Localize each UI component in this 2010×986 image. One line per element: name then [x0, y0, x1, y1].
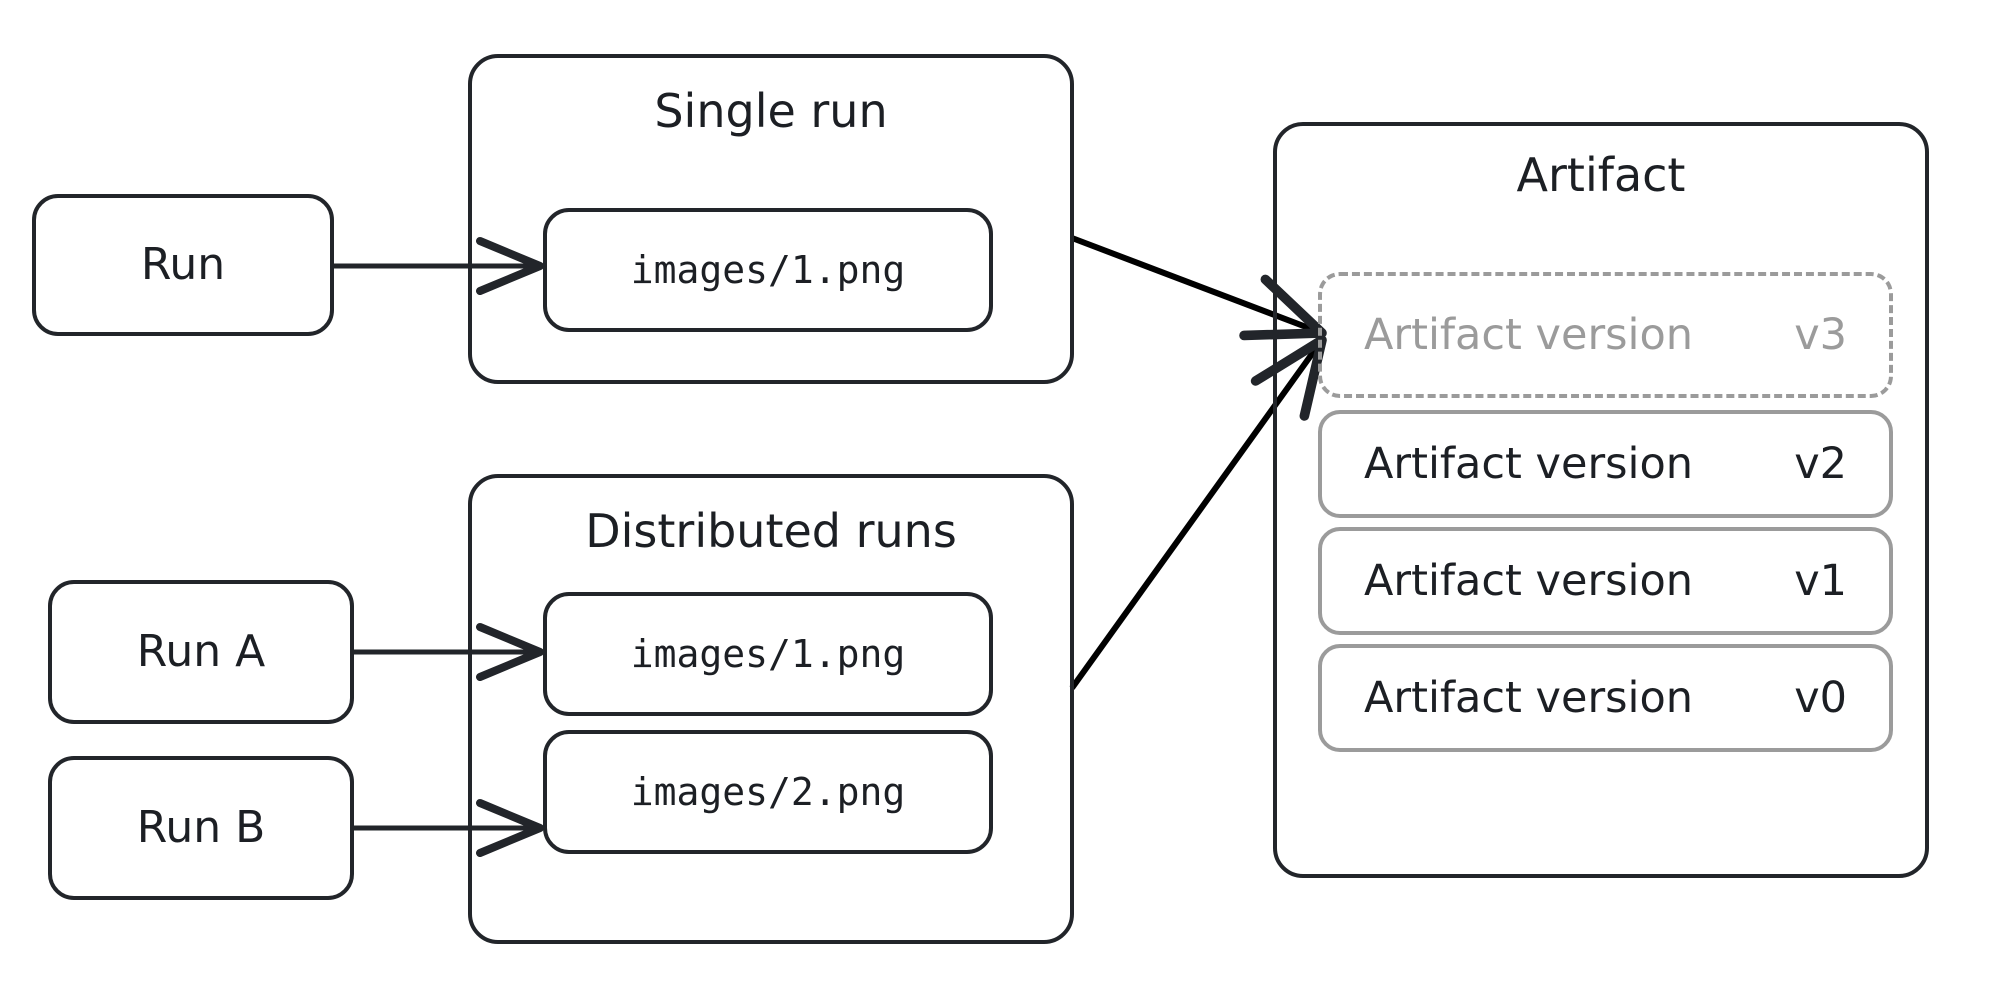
group-single-run-title: Single run [654, 84, 888, 138]
artifact-version-tag: v2 [1794, 439, 1847, 489]
artifact-version-tag: v1 [1794, 556, 1847, 606]
artifact-version-tag: v0 [1794, 673, 1847, 723]
artifact-version-label: Artifact version [1364, 310, 1694, 360]
node-run[interactable]: Run [32, 194, 334, 336]
artifact-version-label: Artifact version [1364, 439, 1694, 489]
file-box-single-run-0[interactable]: images/1.png [543, 208, 993, 332]
node-run-a-label: Run A [136, 626, 266, 677]
node-run-b[interactable]: Run B [48, 756, 354, 900]
panel-artifact[interactable]: Artifact [1273, 122, 1929, 878]
artifact-version-v2[interactable]: Artifact version v2 [1318, 410, 1893, 518]
node-run-label: Run [140, 239, 226, 290]
edge-distributed-to-v3 [1069, 335, 1327, 690]
artifact-version-tag: v3 [1794, 310, 1847, 360]
group-single-run[interactable]: Single run [468, 54, 1074, 384]
artifact-version-label: Artifact version [1364, 556, 1694, 606]
panel-artifact-title: Artifact [1516, 148, 1686, 202]
file-box-distributed-1[interactable]: images/2.png [543, 730, 993, 854]
file-label: images/1.png [630, 632, 906, 676]
artifact-version-v0[interactable]: Artifact version v0 [1318, 644, 1893, 752]
node-run-a[interactable]: Run A [48, 580, 354, 724]
artifact-version-v3[interactable]: Artifact version v3 [1318, 272, 1893, 398]
group-distributed-runs[interactable]: Distributed runs [468, 474, 1074, 944]
edge-singlerun-to-v3 [1070, 235, 1327, 341]
file-box-distributed-0[interactable]: images/1.png [543, 592, 993, 716]
file-label: images/1.png [630, 248, 906, 292]
group-distributed-runs-title: Distributed runs [585, 504, 957, 558]
file-label: images/2.png [630, 770, 906, 814]
artifact-version-label: Artifact version [1364, 673, 1694, 723]
node-run-b-label: Run B [136, 802, 266, 853]
artifact-version-v1[interactable]: Artifact version v1 [1318, 527, 1893, 635]
